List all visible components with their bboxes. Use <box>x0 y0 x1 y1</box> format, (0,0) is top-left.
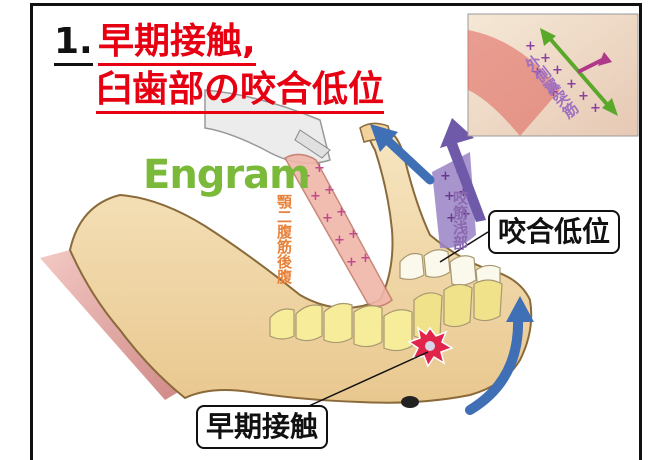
svg-text:+: + <box>440 169 451 184</box>
digastric-plus-marks: ++ ++ ++ ++ ++ <box>300 161 371 270</box>
occlusal-lowering-callout: 咬合低位 <box>488 210 620 254</box>
svg-text:+: + <box>348 227 359 242</box>
svg-text:+: + <box>566 77 577 92</box>
svg-text:+: + <box>322 211 333 226</box>
masseter-label: 咬筋浅部 <box>452 190 468 250</box>
svg-text:+: + <box>346 255 357 270</box>
svg-text:+: + <box>578 89 589 104</box>
svg-text:+: + <box>324 183 335 198</box>
title-line-2: 臼歯部の咬合低位 <box>96 70 384 114</box>
svg-text:+: + <box>310 189 321 204</box>
svg-text:+: + <box>314 161 325 176</box>
title-line-1: 早期接触, <box>98 22 256 66</box>
svg-text:+: + <box>334 233 345 248</box>
engram-label: Engram <box>143 152 310 198</box>
title-number: 1. <box>54 22 93 66</box>
svg-text:+: + <box>360 251 371 266</box>
digastric-label: 顎二腹筋後腹 <box>276 194 292 284</box>
mental-foramen <box>401 396 419 408</box>
svg-text:+: + <box>590 101 601 116</box>
premature-contact-callout: 早期接触 <box>196 405 328 449</box>
svg-text:+: + <box>336 205 347 220</box>
